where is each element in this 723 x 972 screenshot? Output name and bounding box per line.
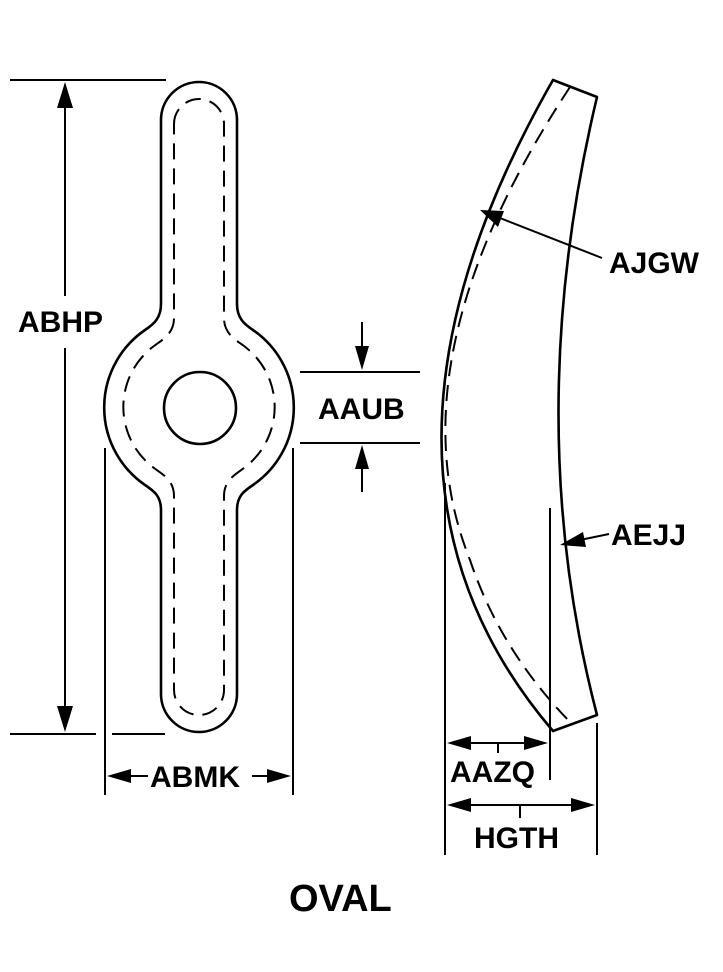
aazq-hgth-dimensions: AAZQ HGTH [444,483,598,855]
abhp-arrow-up [57,82,73,108]
aazq-label: AAZQ [450,756,535,789]
ajgw-callout: AJGW [480,210,700,280]
aazq-arrow-left [447,736,471,750]
aejj-arrowhead [560,532,586,547]
figure-caption: OVAL [289,878,392,920]
abmk-arrow-right [267,769,291,783]
front-view [102,80,296,734]
abhp-label: ABHP [18,306,103,339]
center-hole [162,370,238,446]
abmk-arrow-left [107,769,131,783]
aaub-label: AAUB [318,393,405,426]
ajgw-arrowhead [480,210,504,227]
aejj-label: AEJJ [611,519,686,552]
side-view [440,78,599,733]
side-view-outline [440,78,599,733]
aejj-leader [579,533,610,541]
front-view-hidden-contour [122,98,276,716]
aaub-arrow-up [355,445,369,469]
side-view-hidden-contour [444,86,571,723]
aazq-arrow-right [524,736,548,750]
abmk-dimension: ABMK [104,448,294,795]
ajgw-leader [499,217,603,259]
aaub-arrow-down [355,346,369,370]
hgth-label: HGTH [474,822,559,855]
abmk-label: ABMK [150,761,240,794]
abhp-arrow-down [57,706,73,732]
ajgw-label: AJGW [609,247,700,280]
hgth-arrow-left [447,798,471,812]
front-view-outline [102,80,296,734]
abhp-dimension: ABHP [10,79,166,735]
aaub-dimension: AAUB [300,322,420,492]
aejj-callout: AEJJ [560,519,686,552]
hgth-arrow-right [571,798,595,812]
